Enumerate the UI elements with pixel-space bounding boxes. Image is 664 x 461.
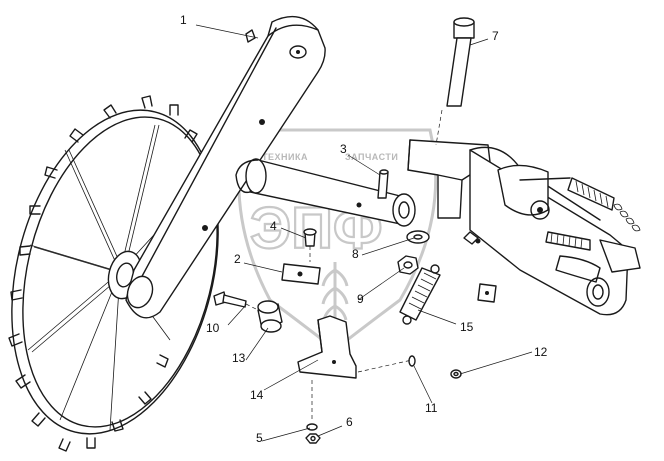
part-3-pin [377, 169, 389, 199]
spiked-wheel [8, 95, 219, 452]
callout-14: 14 [250, 388, 264, 402]
part-8-washer [406, 230, 430, 244]
callout-10: 10 [206, 321, 220, 335]
part-9-nut [397, 255, 419, 275]
watermark-text-right: ЗАПЧАСТИ [345, 152, 398, 162]
callout-8: 8 [352, 247, 359, 261]
callout-12: 12 [534, 345, 548, 359]
part-10-bolt [213, 291, 247, 308]
part-small-plate [477, 283, 497, 303]
callout-6: 6 [346, 415, 353, 429]
frame-spring-lower [545, 231, 591, 251]
callout-leaders [195, 24, 533, 442]
part-13-roller [257, 300, 283, 333]
part-4-bolt [303, 228, 317, 247]
callout-15: 15 [460, 320, 474, 334]
assembly-axis-lines [245, 109, 443, 422]
callout-11: 11 [425, 401, 438, 415]
chain-case-arm [125, 15, 326, 319]
callout-2: 2 [234, 252, 241, 266]
part-12-nut [450, 369, 462, 379]
part-11-pin [408, 355, 416, 367]
part-2-plate [281, 263, 321, 285]
part-14-bracket [297, 315, 357, 379]
callout-4: 4 [270, 219, 277, 233]
callout-9: 9 [357, 292, 364, 306]
callout-5: 5 [256, 431, 263, 445]
callout-1: 1 [180, 13, 187, 27]
part-5-washer [306, 423, 318, 431]
part-6-nut [305, 433, 321, 444]
watermark-text-left: ТЕХНИКА [262, 152, 308, 162]
shaft-tube [235, 158, 416, 227]
callout-numbers: 1 2 3 4 5 6 7 8 9 10 11 12 13 14 15 [180, 13, 548, 445]
part-7-bolt [446, 17, 475, 107]
frame-spring-upper [567, 177, 615, 211]
callout-7: 7 [492, 29, 499, 43]
frame-bracket [407, 139, 641, 316]
callout-3: 3 [340, 142, 347, 156]
callout-13: 13 [232, 351, 246, 365]
part-15-spring [399, 264, 441, 325]
